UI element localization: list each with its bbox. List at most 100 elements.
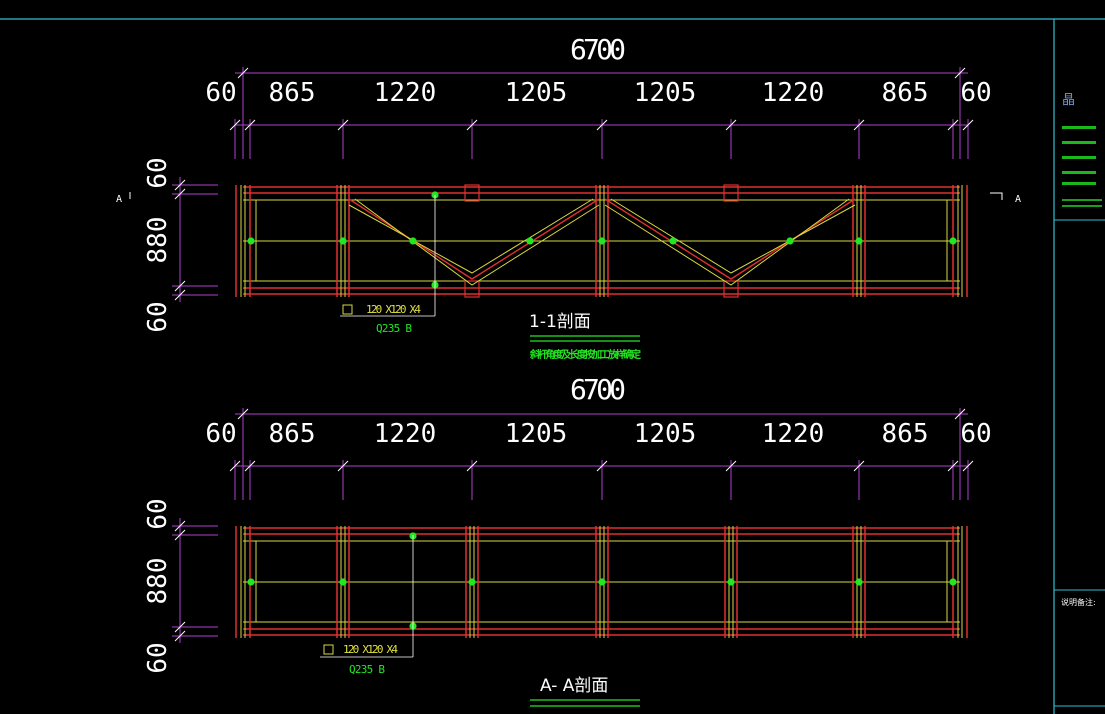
node-point-2 xyxy=(339,578,347,586)
vertical-tick-1 xyxy=(174,520,186,532)
square-section-icon xyxy=(342,304,353,315)
node-point-8 xyxy=(855,237,863,245)
diagonal-brace-right-yellow xyxy=(604,198,850,286)
node-point-1 xyxy=(247,578,255,586)
segment-tick-7 xyxy=(853,460,865,472)
section-1-vertical-dimensions: 60 880 60 xyxy=(143,157,218,333)
title-block-row-6 xyxy=(1062,199,1102,201)
section-1-overall-dimension: 6700 xyxy=(570,33,626,66)
section-1-nodes xyxy=(247,191,957,289)
section-1-title: 1-1剖面 xyxy=(529,312,591,332)
section-marker-right-tick xyxy=(990,192,1003,200)
segment-tick-4 xyxy=(466,460,478,472)
post-stub-3-2 xyxy=(464,280,480,298)
section-2-nodes xyxy=(247,532,957,630)
segment-tick-6 xyxy=(725,119,737,131)
title-block-row-2 xyxy=(1062,141,1096,144)
vertical-dimension-1: 60 xyxy=(143,498,173,529)
overall-tick-2 xyxy=(954,408,966,420)
section-1-note: 斜杆角度及长度按加工放样确定 xyxy=(529,348,641,361)
section-2-member-callout: 120 X120 X4 Q235 B xyxy=(320,535,414,676)
segment-dimension-4: 1205 xyxy=(505,419,568,449)
title-block-row-4 xyxy=(1062,171,1096,174)
vertical-dimension-2: 880 xyxy=(143,558,173,605)
square-section-icon-2 xyxy=(323,644,334,655)
overall-tick-1 xyxy=(237,408,249,420)
company-logo-icon: 晶 xyxy=(1062,93,1075,108)
section-2-title: A- A剖面 xyxy=(540,676,608,696)
segment-tick-5 xyxy=(596,119,608,131)
segment-dimension-5: 1205 xyxy=(634,419,697,449)
node-point-7 xyxy=(786,237,794,245)
title-block-row-1 xyxy=(1062,126,1096,129)
segment-tick-2 xyxy=(244,460,256,472)
section-1-dimension-lines xyxy=(229,67,974,159)
title-block-rows xyxy=(1062,126,1102,207)
post-stub-5-2 xyxy=(723,280,739,298)
segment-tick-8 xyxy=(947,460,959,472)
member-size-text-2: 120 X120 X4 xyxy=(343,643,398,656)
segment-tick-7 xyxy=(853,119,865,131)
segment-dimension-1: 60 xyxy=(205,419,236,449)
company-logo-text: 晶 xyxy=(1062,93,1075,108)
vertical-tick-4 xyxy=(174,289,186,301)
segment-tick-8 xyxy=(947,119,959,131)
segment-dimension-8: 60 xyxy=(960,78,991,108)
node-point-2 xyxy=(339,237,347,245)
section-1-title-group: 1-1剖面 斜杆角度及长度按加工放样确定 xyxy=(529,312,641,361)
segment-tick-2 xyxy=(244,119,256,131)
section-1-diagonal-braces xyxy=(348,198,856,286)
vertical-tick-1 xyxy=(174,179,186,191)
segment-dimension-8: 60 xyxy=(960,419,991,449)
vertical-tick-4 xyxy=(174,630,186,642)
post-stub-5-1 xyxy=(723,184,739,202)
node-point-6 xyxy=(669,237,677,245)
section-marker-left-text: A xyxy=(116,194,122,205)
vertical-dimension-2: 880 xyxy=(143,217,173,264)
vertical-dimension-3: 60 xyxy=(143,301,173,332)
segment-tick-5 xyxy=(596,460,608,472)
segment-dimension-5: 1205 xyxy=(634,78,697,108)
title-block-row-5 xyxy=(1062,182,1096,185)
node-point-4 xyxy=(598,578,606,586)
section-marker-right: A xyxy=(990,192,1021,205)
segment-dimension-6: 1220 xyxy=(762,78,825,108)
node-point-3 xyxy=(468,578,476,586)
overall-tick-2 xyxy=(954,67,966,79)
segment-dimension-2: 865 xyxy=(269,78,316,108)
node-point-6 xyxy=(855,578,863,586)
segment-tick-1 xyxy=(229,460,241,472)
segment-tick-3 xyxy=(337,460,349,472)
segment-tick-3 xyxy=(337,119,349,131)
title-block-row-3 xyxy=(1062,156,1096,159)
vertical-tick-2 xyxy=(174,188,186,200)
section-marker-left: A xyxy=(116,192,131,205)
segment-dimension-2: 865 xyxy=(269,419,316,449)
title-block-row-7 xyxy=(1062,205,1102,207)
node-point-5 xyxy=(727,578,735,586)
section-1-member-callout: 120 X120 X4 Q235 B xyxy=(340,195,436,335)
diagonal-brace-right-red xyxy=(604,198,856,280)
segment-dimension-7: 865 xyxy=(882,78,929,108)
title-block: 晶 说明备注: xyxy=(1061,93,1102,607)
diagonal-brace-left-red xyxy=(348,198,600,280)
segment-tick-9 xyxy=(962,460,974,472)
segment-tick-9 xyxy=(962,119,974,131)
post-stub-3-1 xyxy=(464,184,480,202)
node-point-4 xyxy=(526,237,534,245)
overall-dimension-text: 6700 xyxy=(570,33,626,66)
segment-dimension-3: 1220 xyxy=(374,419,437,449)
diagonal-brace-left-yellow xyxy=(354,198,600,286)
node-point-3 xyxy=(409,237,417,245)
vertical-tick-2 xyxy=(174,529,186,541)
member-size-text: 120 X120 X4 xyxy=(366,303,421,316)
diagonal-brace-left-inner xyxy=(348,198,594,274)
segment-tick-6 xyxy=(725,460,737,472)
node-point-1 xyxy=(247,237,255,245)
segment-tick-4 xyxy=(466,119,478,131)
section-2-title-group: A- A剖面 xyxy=(530,676,640,707)
vertical-dimension-1: 60 xyxy=(143,157,173,188)
